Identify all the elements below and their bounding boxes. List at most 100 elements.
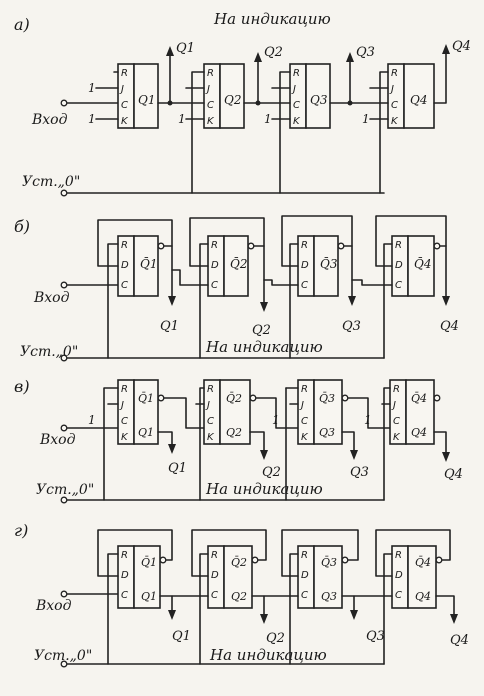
pin-label: C [121, 100, 128, 111]
input-terminal [60, 99, 68, 107]
flip-flop-a1: R J C K Q1 1 1 [88, 63, 159, 129]
output-label: Q̄4 [414, 256, 431, 271]
arrow-down-icon [348, 296, 356, 306]
wire [191, 71, 205, 194]
flip-flop-body [407, 235, 435, 297]
pin-label: R [391, 68, 398, 79]
tap-label: Q2 [262, 465, 281, 480]
wire [103, 387, 119, 501]
arrow-down-icon [442, 452, 450, 462]
pin-label: D [121, 570, 129, 581]
input-label: Вход [33, 290, 70, 306]
inversion-bubble [433, 394, 441, 402]
pin-label: C [207, 100, 214, 111]
tap-label: Q4 [440, 319, 459, 334]
flip-flop-g2: R D C Q̄2 Q2 Q2 [171, 529, 285, 665]
pin-label: R [393, 384, 400, 395]
flip-flop-b3: R D C Q̄3 Q3 [263, 215, 361, 359]
inversion-bubble [433, 242, 441, 250]
reset-terminal [60, 189, 68, 197]
wire [279, 71, 291, 194]
pin-label: R [211, 240, 218, 251]
tap-label: Q1 [172, 629, 191, 644]
wire [433, 49, 447, 104]
flip-flop-body [223, 545, 253, 609]
flip-flop-body [313, 235, 339, 297]
pin-label: R [121, 240, 128, 251]
input-label: Вход [31, 112, 68, 128]
input-label: Вход [39, 432, 76, 448]
tap-label: Q2 [266, 631, 285, 646]
flip-flop-body [405, 379, 435, 445]
inversion-bubble [341, 556, 349, 564]
pin-label: C [301, 416, 308, 427]
pin-label: J [391, 400, 396, 411]
flip-flop-body [219, 379, 251, 445]
pin-label: R [121, 550, 128, 561]
tap-label: Q2 [252, 323, 271, 338]
pin-label: R [301, 384, 308, 395]
input-terminal [60, 424, 68, 432]
flip-flop-body [133, 235, 159, 297]
pin-label: D [395, 260, 403, 271]
flip-flop-body [407, 545, 437, 609]
pin-label: K [207, 116, 215, 127]
arrow-down-icon [168, 610, 176, 620]
junction-dot [167, 100, 173, 106]
wire [107, 553, 119, 665]
wire [351, 279, 393, 286]
wire [157, 431, 173, 449]
wire [289, 553, 299, 665]
output-label: Q1 [141, 590, 157, 603]
wire [281, 529, 359, 577]
wire [199, 553, 209, 665]
flip-flop-a4: R J C K Q4 1 [362, 63, 435, 194]
pin-label: J [299, 400, 304, 411]
pin-label: J [389, 84, 394, 95]
output-label: Q2 [224, 93, 241, 107]
arrow-down-icon [350, 610, 358, 620]
output-label: Q2 [226, 426, 242, 439]
section-label: г) [14, 521, 28, 540]
pin-label: D [301, 260, 309, 271]
pin-label: K [391, 116, 399, 127]
arrow-up-icon [166, 46, 174, 56]
indication-label: На индикацию [209, 646, 327, 664]
wire [107, 243, 119, 359]
inversion-bubble [249, 394, 257, 402]
wire [191, 529, 267, 577]
pin-label: C [121, 280, 128, 291]
flip-flop-b4: R D C Q̄4 Q4 [351, 215, 459, 359]
output-label: Q̄2 [226, 392, 242, 405]
one-label: 1 [178, 112, 186, 126]
arrow-up-icon [346, 52, 354, 62]
tap-label: Q4 [444, 467, 463, 482]
pin-label: J [119, 84, 124, 95]
inversion-bubble [435, 556, 443, 564]
pin-label: D [301, 570, 309, 581]
tap-label: Q1 [176, 41, 195, 56]
inversion-bubble [247, 242, 255, 250]
flip-flop-body [403, 63, 435, 129]
flip-flop-body [313, 379, 343, 445]
tap-label: Q3 [366, 629, 385, 644]
pin-label: C [211, 590, 218, 601]
output-label: Q̄4 [411, 392, 427, 405]
output-label: Q3 [321, 590, 337, 603]
wire [97, 529, 173, 577]
wire [435, 595, 455, 619]
inversion-bubble [341, 394, 349, 402]
one-label: 1 [364, 413, 372, 427]
pin-label: R [395, 550, 402, 561]
pin-label: J [291, 84, 296, 95]
arrow-down-icon [260, 302, 268, 312]
output-label: Q4 [411, 426, 427, 439]
pin-label: K [293, 116, 301, 127]
pin-label: R [301, 550, 308, 561]
wire [255, 397, 299, 429]
pin-label: R [293, 68, 300, 79]
flip-flop-a3: R J C K Q3 1 [264, 63, 331, 194]
pin-label: R [301, 240, 308, 251]
junction-dot [255, 100, 261, 106]
indication-label: На индикацию [205, 480, 323, 498]
